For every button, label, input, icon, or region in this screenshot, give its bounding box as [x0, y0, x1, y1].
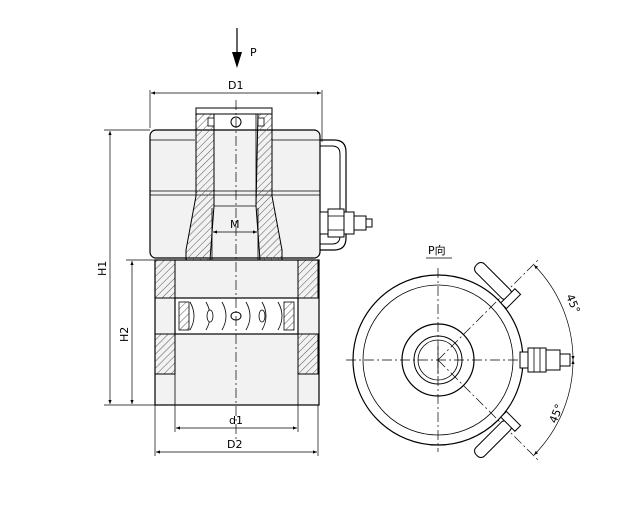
dim-d1: D1 [149, 79, 323, 142]
angle-top-label: 45° [563, 292, 582, 315]
h2-label: H2 [118, 327, 131, 342]
h1-label: H1 [96, 261, 109, 276]
d2-label: D2 [227, 438, 242, 451]
angle-bottom-label: 45° [547, 402, 566, 425]
load-label: P [250, 46, 257, 59]
m-label: M [230, 218, 240, 231]
coupler-fitting [319, 208, 373, 238]
load-arrow: P [232, 28, 257, 68]
top-view: P向 [346, 243, 583, 463]
dim-h2: H2 [118, 259, 155, 404]
dim-m: M [213, 218, 257, 234]
handle [320, 139, 347, 251]
handle-upper [474, 262, 522, 310]
lower-base [154, 259, 320, 406]
section-view: P D1 [96, 28, 373, 456]
handle-lower [474, 410, 522, 458]
coupler-top-view [519, 347, 571, 373]
dim-small-d1: d1 [174, 405, 299, 432]
small-d1-label: d1 [229, 414, 243, 427]
view-label: P向 [428, 243, 446, 257]
dim-h1: H1 [96, 129, 155, 406]
piston-rod [185, 107, 283, 261]
d1-label: D1 [228, 79, 243, 92]
dim-d2: D2 [154, 405, 319, 456]
upper-body [149, 129, 321, 259]
